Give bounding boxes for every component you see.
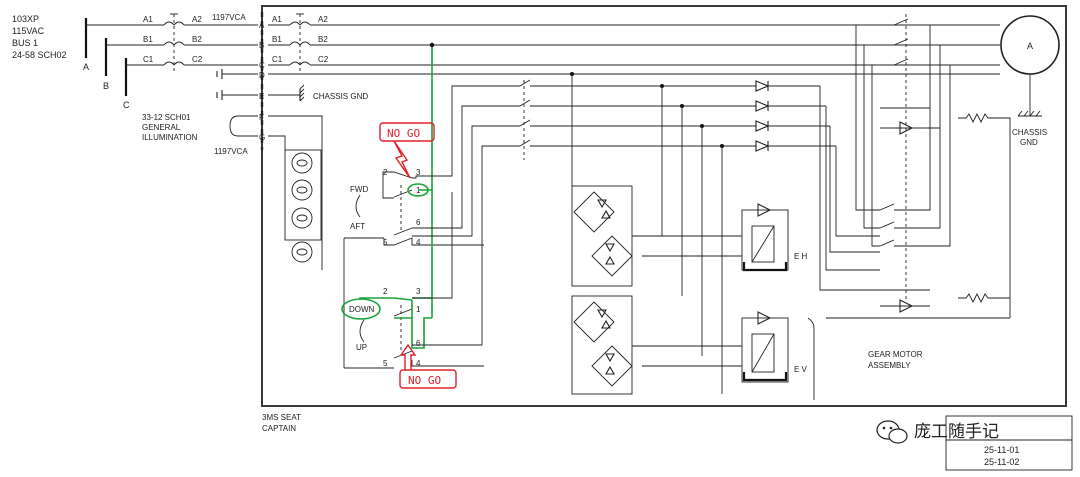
sw2-pin-1: 1 — [416, 305, 421, 314]
inner-a1: A1 — [272, 15, 282, 24]
switch-down-up: 2 3 1 6 5 4 DOWN UP — [341, 287, 484, 369]
sw1-aft-label: AFT — [350, 222, 365, 231]
motor-a: A CHASSIS GND — [1000, 15, 1060, 147]
sw1-fwd-label: FWD — [350, 185, 368, 194]
nogo-top-text: NO GO — [387, 127, 420, 140]
sw2-pin-2: 2 — [383, 287, 388, 296]
contact-a2: A2 — [192, 15, 202, 24]
control-wiring — [412, 72, 756, 394]
clutch-ev-label: E V — [794, 365, 808, 374]
sw2-up-label: UP — [356, 343, 367, 352]
sw2-pin-4: 4 — [416, 359, 421, 368]
motor-symbol: A — [1027, 41, 1033, 51]
wechat-icon — [876, 420, 908, 444]
inner-c1: C1 — [272, 55, 283, 64]
bus-a-label: A — [83, 62, 89, 72]
source-line4: 24-58 SCH02 — [12, 50, 67, 60]
sw2-pin-3: 3 — [416, 287, 421, 296]
inner-b2: B2 — [318, 35, 328, 44]
connector-name-bottom: 1197VCA — [214, 147, 248, 156]
bus-c-label: C — [123, 100, 130, 110]
nogo-top: NO GO — [379, 122, 435, 179]
illumination-label: 33-12 SCH01 GENERAL ILLUMINATION 1197VCA — [142, 113, 258, 156]
seat-label: 3MS SEAT CAPTAIN — [262, 413, 301, 433]
seat-box — [261, 5, 1067, 407]
date-1: 25-11-01 — [984, 445, 1019, 455]
diodes-row — [755, 80, 836, 152]
illumination-lamps — [268, 115, 323, 270]
nogo-bottom: NO GO — [399, 343, 457, 389]
nogo-bottom-text: NO GO — [408, 374, 441, 387]
source-line2: 115VAC — [12, 26, 45, 36]
illum-line2: GENERAL — [142, 123, 181, 132]
motor-gnd-line2: GND — [1020, 138, 1038, 147]
bridge-rectifier-top — [571, 185, 742, 287]
source-line1: 103XP — [12, 14, 39, 24]
lightning-icon — [393, 140, 411, 179]
sw2-pin-5: 5 — [383, 359, 388, 368]
motor-gnd-line1: CHASSIS — [1012, 128, 1047, 137]
ground-stubs — [216, 69, 258, 100]
switch-fwd-aft: 2 3 1 6 5 4 FWD AFT — [343, 168, 484, 368]
sw1-pin-5: 5 — [383, 238, 388, 247]
sw1-pin-3: 3 — [416, 168, 421, 177]
gear-motor-line2: ASSEMBLY — [868, 361, 911, 370]
date-2: 25-11-02 — [984, 457, 1019, 467]
down-highlight — [341, 298, 381, 320]
contact-c2: C2 — [192, 55, 203, 64]
contact-a1: A1 — [143, 15, 153, 24]
watermark-text: 庞工随手记 — [914, 422, 999, 442]
inner-a2: A2 — [318, 15, 328, 24]
illum-line1: 33-12 SCH01 — [142, 113, 191, 122]
seat-line2: CAPTAIN — [262, 424, 296, 433]
sw2-pin-6: 6 — [416, 339, 421, 348]
title-block: 25-11-01 25-11-02 庞工随手记 — [876, 415, 1073, 471]
inner-b1: B1 — [272, 35, 282, 44]
contact-b1: B1 — [143, 35, 153, 44]
sw1-pin-2: 2 — [383, 168, 388, 177]
chassis-gnd-label: CHASSIS GND — [313, 92, 368, 101]
motor-relay-network — [819, 14, 1011, 318]
clutch-ev: E V — [741, 311, 808, 383]
bridge-rectifier-bottom — [571, 295, 742, 395]
inner-contacts: A1 A2 B1 B2 C1 C2 CHASSIS GND — [268, 13, 1000, 102]
inner-c2: C2 — [318, 55, 329, 64]
sw2-down-label: DOWN — [349, 305, 375, 314]
contact-b2: B2 — [192, 35, 202, 44]
bus-b-label: B — [103, 81, 109, 91]
connector-name-top: 1197VCA — [212, 13, 246, 22]
clutch-eh-label: E H — [794, 252, 808, 261]
power-source-label: 103XP 115VAC BUS 1 24-58 SCH02 — [12, 14, 67, 60]
gear-motor-brace: GEAR MOTOR ASSEMBLY — [807, 317, 1010, 400]
seat-line1: 3MS SEAT — [262, 413, 301, 422]
illum-line3: ILLUMINATION — [142, 133, 198, 142]
source-line3: BUS 1 — [12, 38, 38, 48]
phase-wires-left: A1 A2 B1 B2 C1 C2 — [86, 13, 258, 72]
contact-c1: C1 — [143, 55, 154, 64]
arrow-up-icon — [399, 343, 417, 370]
sw1-pin-6: 6 — [416, 218, 421, 227]
connector-1197vca: 1197VCA A B C D E F G — [212, 12, 265, 150]
bus-bars: A B C — [83, 18, 130, 110]
clutch-eh: E H — [741, 203, 808, 272]
gear-motor-line1: GEAR MOTOR — [868, 350, 923, 359]
sw1-pin-4: 4 — [416, 238, 421, 247]
